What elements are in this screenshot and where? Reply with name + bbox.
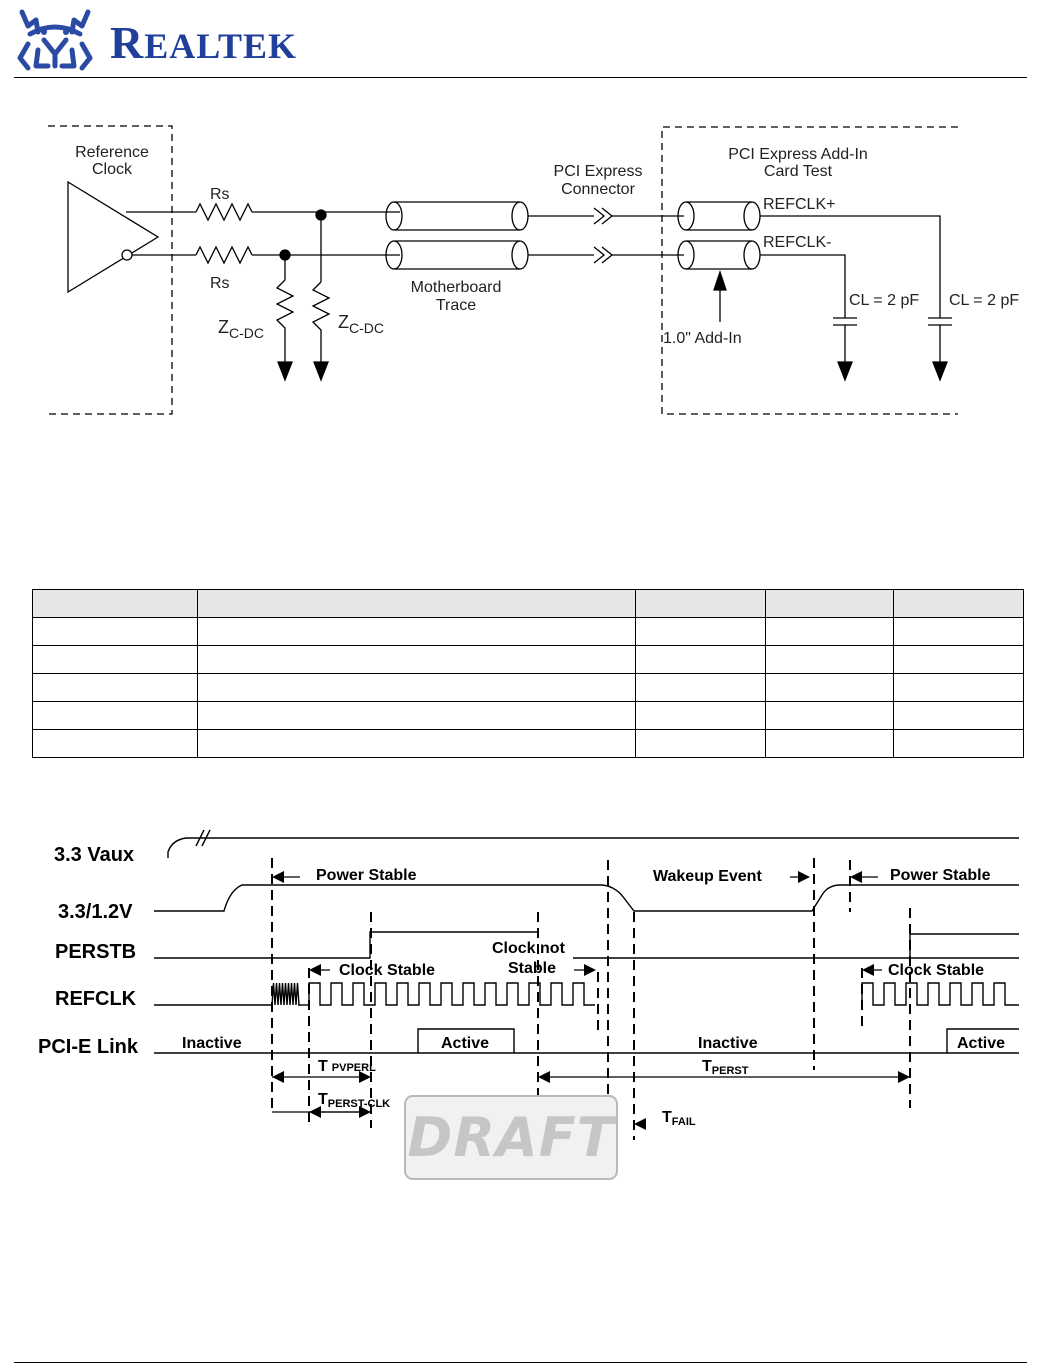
timing-parameter-table [32,589,1024,758]
table-cell [635,673,766,702]
inactive-label-1: Inactive [182,1035,242,1052]
table-header-cell [197,589,636,618]
zcdc-label-right: ZC-DC [338,312,384,336]
signal-label-refclk: REFCLK [55,988,137,1010]
inactive-label-2: Inactive [698,1035,758,1052]
footer-rule [14,1362,1027,1363]
refclk-plus-label: REFCLK+ [763,196,835,213]
table-cell [765,645,894,674]
table-cell [197,701,636,730]
addin-card-box [661,126,958,415]
signal-label-v33-12: 3.3/1.2V [58,901,133,923]
clock-stable-label-2: Clock Stable [888,962,984,979]
power-stable-label-1: Power Stable [316,867,417,884]
rs-resistor-top [195,202,253,222]
table-header-cell [893,589,1024,618]
rs-label-bottom: Rs [210,275,230,292]
table-row [32,673,1024,702]
clock-not-stable-label-1: Clock not [492,940,566,957]
brand-rest-letters: EALTEK [144,26,297,66]
refclk-minus-label: REFCLK- [763,234,831,251]
reference-clock-label-2: Clock [92,161,133,178]
table-row [32,645,1024,674]
active-box-2 [946,1028,1019,1053]
table-cell [765,729,894,758]
addin-label-1: PCI Express Add-In [728,146,868,163]
table-cell [765,617,894,646]
reference-clock-box [48,125,173,415]
addin-length-label: 1.0" Add-In [663,330,742,347]
signal-label-pcie-link: PCI-E Link [38,1036,139,1058]
active-box-1 [417,1028,515,1053]
trace-label-1: Motherboard [411,279,502,296]
table-cell [765,701,894,730]
header-rule [14,77,1027,78]
table-header-cell [32,589,198,618]
addin-label-2: Card Test [764,163,833,180]
table-cell [197,617,636,646]
table-cell [197,645,636,674]
t-fail-label: TFAIL [662,1109,696,1128]
table-cell [893,673,1024,702]
table-cell [893,617,1024,646]
table-cell [635,645,766,674]
clock-stable-label-1: Clock Stable [339,962,435,979]
table-cell [635,617,766,646]
active-label-1: Active [441,1035,489,1052]
table-cell [32,617,198,646]
table-cell [32,729,198,758]
table-header-row [32,589,1024,618]
table-header-cell [765,589,894,618]
connector-label-2: Connector [561,181,635,198]
rs-label-top: Rs [210,186,230,203]
active-label-2: Active [957,1035,1005,1052]
brand-first-letter: R [110,17,145,68]
clock-driver-symbol [67,180,160,294]
refclk-test-circuit-diagram: Reference Clock Rs Rs ZC-DC ZC-DC PCI Ex… [48,125,1019,415]
page-header: REALTEK [0,0,1041,80]
zcdc-label-left: ZC-DC [218,317,264,341]
signal-label-vaux: 3.3 Vaux [54,844,134,866]
table-row [32,701,1024,730]
table-cell [893,701,1024,730]
reference-clock-label-1: Reference [75,144,149,161]
signal-label-perstb: PERSTB [55,941,136,963]
power-stable-label-2: Power Stable [890,867,991,884]
table-cell [635,729,766,758]
clock-not-stable-label-2: Stable [508,960,556,977]
table-cell [635,701,766,730]
table-row [32,617,1024,646]
table-cell [32,701,198,730]
cl-label-1: CL = 2 pF [849,292,919,309]
table-cell [893,645,1024,674]
table-row [32,729,1024,758]
connector-label-1: PCI Express [554,163,643,180]
table-cell [197,673,636,702]
draft-watermark-text: DRAFT [407,1106,615,1169]
table-cell [197,729,636,758]
table-cell [765,673,894,702]
wakeup-event-label: Wakeup Event [653,868,762,885]
trace-label-2: Trace [436,297,476,314]
draft-watermark: DRAFT [404,1095,618,1180]
t-perst-label: TPERST [702,1058,749,1077]
brand-wordmark: REALTEK [110,20,297,69]
table-cell [32,673,198,702]
rs-resistor-bottom [195,245,253,265]
power-sequence-timing-diagram: 3.3 Vaux 3.3/1.2V PERSTB REFCLK PCI-E Li… [38,829,1019,1140]
table-cell [893,729,1024,758]
cl-label-2: CL = 2 pF [949,292,1019,309]
t-perst-clk-label: TPERST-CLK [318,1091,390,1110]
table-cell [32,645,198,674]
realtek-crab-logo [17,9,93,71]
table-header-cell [635,589,766,618]
refclk-waveform [154,982,1019,1006]
